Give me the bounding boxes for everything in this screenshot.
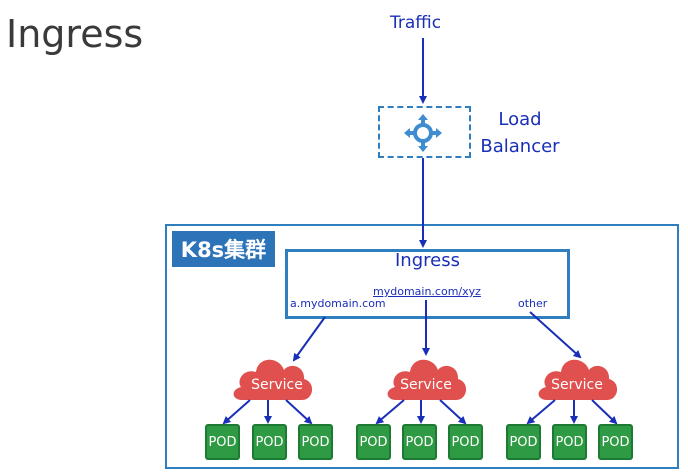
pod-2-2: POD — [402, 424, 437, 460]
load-balancer-label-line2: Balancer — [480, 136, 560, 157]
pod-3-3: POD — [598, 424, 633, 460]
rule-a-mydomain: a.mydomain.com — [290, 297, 386, 310]
service-label-2: Service — [400, 377, 452, 393]
arrow-svc2-pod3 — [439, 399, 467, 425]
rule-other: other — [518, 297, 548, 310]
pod-1-2: POD — [252, 424, 287, 460]
pod-3-2: POD — [552, 424, 587, 460]
ingress-label: Ingress — [395, 250, 460, 271]
rule-mydomain-xyz: mydomain.com/xyz — [373, 285, 481, 298]
pod-2-3: POD — [448, 424, 483, 460]
pod-2-1: POD — [356, 424, 391, 460]
arrow-svc1-pod1 — [222, 399, 251, 425]
arrow-svc3-pod1 — [526, 399, 556, 425]
service-cloud-2 — [387, 359, 467, 400]
arrow-ingress-to-service-3 — [529, 311, 582, 359]
pod-1-3: POD — [298, 424, 333, 460]
page-title: Ingress — [6, 12, 144, 56]
ingress-box — [285, 249, 570, 319]
load-balancer-label-line1: Load — [498, 109, 542, 130]
service-cloud-1 — [233, 359, 313, 400]
service-label-1: Service — [251, 377, 303, 393]
service-cloud-3 — [538, 359, 618, 400]
traffic-label: Traffic — [390, 13, 442, 33]
service-label-3: Service — [551, 377, 603, 393]
load-balancer-icon — [404, 114, 442, 152]
load-balancer-label: Load Balancer — [475, 106, 565, 160]
arrow-svc3-pod3 — [591, 399, 618, 425]
arrow-svc1-pod3 — [285, 399, 313, 425]
k8s-cluster-tag: K8s集群 — [172, 231, 275, 267]
arrow-ingress-to-service-1 — [292, 316, 326, 362]
arrow-svc2-pod1 — [375, 399, 405, 425]
pod-1-1: POD — [205, 424, 240, 460]
pod-3-1: POD — [506, 424, 541, 460]
